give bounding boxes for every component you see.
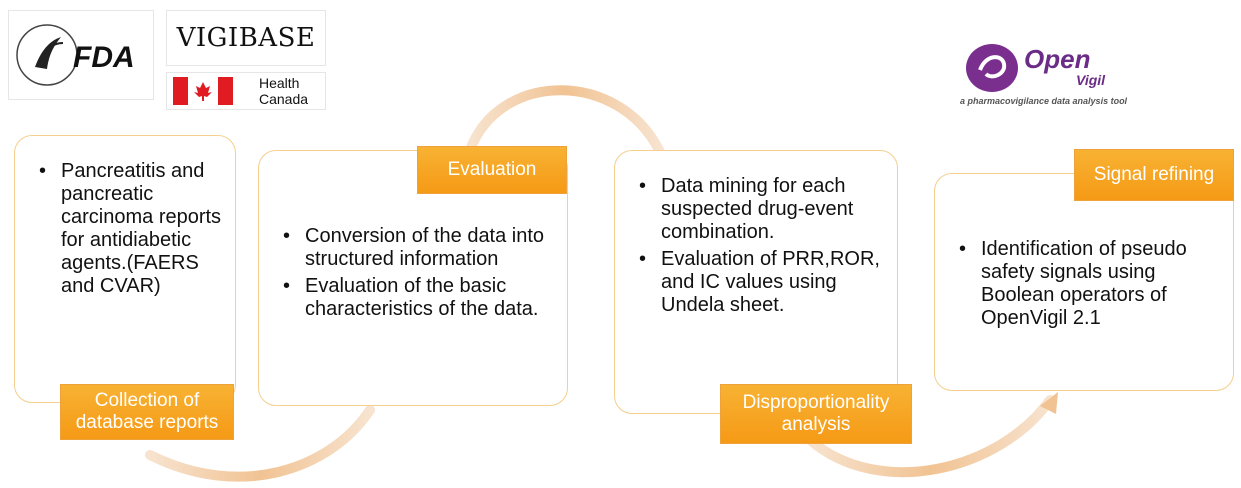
step-card-collection: Pancreatitis and pancreatic carcinoma re… [14,135,236,403]
step4-bullet-1: Identification of pseudo safety signals … [959,238,1223,330]
fda-wordmark: FDA [73,41,135,74]
openvigil-logo: Open Vigil a pharmacovigilance data anal… [960,40,1140,110]
tag-collection: Collection of database reports [60,384,234,440]
tag-signal-refining: Signal refining [1074,149,1234,201]
step-card-signal-refining: Identification of pseudo safety signals … [934,173,1234,391]
step-card-evaluation: Conversion of the data into structured i… [258,150,568,406]
arrow-curve-3 [805,395,1055,478]
arrow-curve-2 [465,85,665,157]
health-canada-logo: Health Canada [166,72,326,110]
health-canada-text: Health Canada [259,75,309,107]
step2-bullet-2: Evaluation of the basic characteristics … [283,275,555,321]
tag-evaluation: Evaluation [417,146,567,194]
step1-bullet-1: Pancreatitis and pancreatic carcinoma re… [39,160,223,298]
openvigil-name: Open [1024,44,1091,74]
step-card-disproportionality: Data mining for each suspected drug-even… [614,150,898,414]
arrow-curve-1 [145,405,375,482]
openvigil-sub: Vigil [1076,72,1106,88]
openvigil-emblem-icon [966,44,1018,92]
fda-seal-icon: FDA [16,24,135,86]
fda-logo: FDA [8,10,154,100]
arrowhead-3 [1040,392,1058,414]
openvigil-tagline: a pharmacovigilance data analysis tool [960,96,1128,106]
step3-bullet-2: Evaluation of PRR,ROR, and IC values usi… [639,248,887,317]
step2-bullet-1: Conversion of the data into structured i… [283,225,555,271]
tag-disproportionality: Disproportionality analysis [720,384,912,444]
canada-flag-icon [173,77,233,105]
vigibase-logo: VIGIBASE [166,10,326,66]
step3-bullet-1: Data mining for each suspected drug-even… [639,175,887,244]
